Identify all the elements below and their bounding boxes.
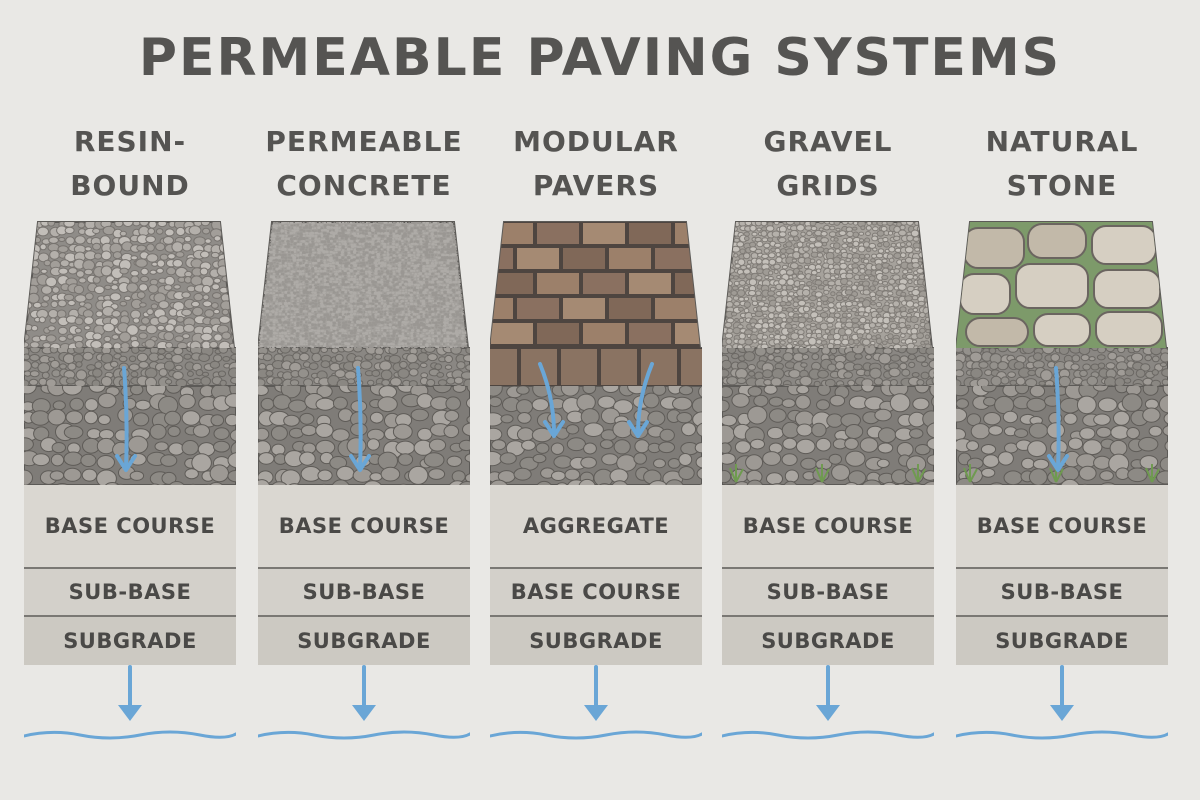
drainage-arrow-icon bbox=[490, 665, 702, 755]
layer-3-label: SUBGRADE bbox=[24, 617, 236, 665]
column-permeable-concrete: PERMEABLE CONCRETE BASE COURSE SUB-BASE … bbox=[258, 120, 470, 800]
column-natural-stone: NATURAL STONE BASE COURSE SUB-BASE SUBGR… bbox=[956, 120, 1168, 800]
layer-3-label: SUBGRADE bbox=[490, 617, 702, 665]
column-label-line1: GRAVEL bbox=[712, 120, 944, 164]
column-label: PERMEABLE CONCRETE bbox=[248, 120, 480, 208]
layer-3-label: SUBGRADE bbox=[722, 617, 934, 665]
column-label-line2: BOUND bbox=[14, 164, 246, 208]
column-label-line2: GRIDS bbox=[712, 164, 944, 208]
layer-2-label: BASE COURSE bbox=[490, 569, 702, 615]
layer-2-label: SUB-BASE bbox=[722, 569, 934, 615]
column-label-line1: RESIN- bbox=[14, 120, 246, 164]
layer-1-label: AGGREGATE JOINT bbox=[490, 485, 702, 567]
diagram-title: PERMEABLE PAVING SYSTEMS bbox=[0, 28, 1200, 88]
column-label: GRAVEL GRIDS bbox=[712, 120, 944, 208]
column-gravel-grids: GRAVEL GRIDS BASE COURSE SUB-BASE SUBGRA… bbox=[722, 120, 934, 800]
column-resin-bound: RESIN- BOUND BASE COURSE SUB-BASE SUBGRA… bbox=[24, 120, 236, 800]
column-label: NATURAL STONE bbox=[946, 120, 1178, 208]
drainage-arrow-icon bbox=[956, 665, 1168, 755]
pavement-cross-section bbox=[490, 218, 702, 488]
layer-3-label: SUBGRADE bbox=[258, 617, 470, 665]
column-label-line1: PERMEABLE bbox=[248, 120, 480, 164]
column-label-line1: MODULAR bbox=[480, 120, 712, 164]
layer-1-label: BASE COURSE bbox=[258, 485, 470, 567]
column-modular-pavers: MODULAR PAVERS AGGREGATE JOINT BASE COUR… bbox=[490, 120, 702, 800]
column-label-line2: CONCRETE bbox=[248, 164, 480, 208]
pavement-cross-section bbox=[258, 218, 470, 488]
layer-2-label: SUB-BASE bbox=[258, 569, 470, 615]
layer-1-label: BASE COURSE bbox=[956, 485, 1168, 567]
drainage-arrow-icon bbox=[24, 665, 236, 755]
pavement-cross-section bbox=[956, 218, 1168, 488]
layer-2-label: SUB-BASE bbox=[956, 569, 1168, 615]
column-label: RESIN- BOUND bbox=[14, 120, 246, 208]
pavement-cross-section bbox=[722, 218, 934, 488]
drainage-arrow-icon bbox=[258, 665, 470, 755]
layer-1-label: BASE COURSE bbox=[722, 485, 934, 567]
drainage-arrow-icon bbox=[722, 665, 934, 755]
column-label-line2: STONE bbox=[946, 164, 1178, 208]
column-label: MODULAR PAVERS bbox=[480, 120, 712, 208]
layer-1-label: BASE COURSE bbox=[24, 485, 236, 567]
column-label-line1: NATURAL bbox=[946, 120, 1178, 164]
layer-3-label: SUBGRADE bbox=[956, 617, 1168, 665]
column-label-line2: PAVERS bbox=[480, 164, 712, 208]
layer-2-label: SUB-BASE bbox=[24, 569, 236, 615]
pavement-cross-section bbox=[24, 218, 236, 488]
